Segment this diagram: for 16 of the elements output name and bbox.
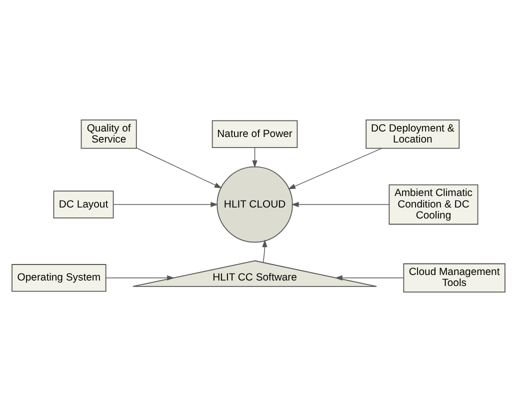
node-box: DC Layout [53,190,114,218]
node-box: Nature of Power [212,120,298,148]
node-box: Operating System [12,264,106,292]
node-box: Quality of Service [80,119,137,148]
node-box: DC Deployment & Location [366,119,460,148]
arrow [291,201,390,207]
arrow [113,201,218,207]
arrow [334,274,404,280]
arrow [136,147,222,188]
node-circle: HLIT CLOUD [216,166,293,242]
node-box: Ambient Climatic Condition & DC Cooling [388,184,478,224]
arrow [262,239,268,262]
node-box: Cloud Management Tools [403,262,506,292]
arrow [106,274,175,280]
arrow [252,146,258,168]
arrow [288,147,382,189]
